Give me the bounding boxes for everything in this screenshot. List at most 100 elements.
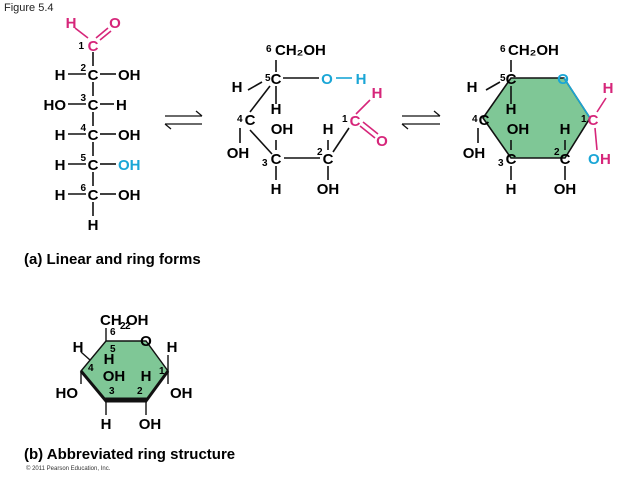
atom-c4: C bbox=[245, 112, 256, 129]
atom-oh: OH bbox=[118, 127, 141, 144]
carbon-number-4: 4 bbox=[88, 363, 94, 374]
carbon-number-2-label: 2 bbox=[125, 321, 131, 332]
atom-oh: OH bbox=[170, 385, 193, 402]
atom-oh: OH bbox=[118, 187, 141, 204]
group-ch2oh: CH₂OH bbox=[508, 42, 559, 59]
atom-h: H bbox=[55, 157, 66, 174]
atom-h-c1-hydroxyl: H bbox=[600, 151, 611, 168]
carbon-number-4: 4 bbox=[472, 114, 478, 125]
linear-form-labels: H O C 1 C 2 H OH C 3 HO H C 4 H OH C 5 H… bbox=[44, 15, 141, 234]
copyright-notice: © 2011 Pearson Education, Inc. bbox=[26, 465, 111, 472]
atom-h-c1: H bbox=[603, 80, 614, 97]
atom-h: H bbox=[55, 67, 66, 84]
atom-ho: HO bbox=[56, 385, 79, 402]
atom-h: H bbox=[323, 121, 334, 138]
atom-h: H bbox=[271, 181, 282, 198]
atom-o-ring: O bbox=[557, 71, 569, 88]
ring-fill bbox=[482, 77, 591, 159]
atom-c2: C bbox=[323, 151, 334, 168]
carbon-number-2: 2 bbox=[137, 386, 143, 397]
atom-ho: HO bbox=[44, 97, 67, 114]
atom-c5: C bbox=[271, 71, 282, 88]
atom-c3: C bbox=[271, 151, 282, 168]
atom-c5: C bbox=[88, 157, 99, 174]
atom-c5: C bbox=[506, 71, 517, 88]
bond bbox=[95, 27, 109, 39]
carbon-number-1: 1 bbox=[342, 114, 348, 125]
atom-c3: C bbox=[88, 97, 99, 114]
atom-o-aldehyde: O bbox=[376, 133, 388, 150]
atom-h-aldehyde: H bbox=[372, 85, 383, 102]
atom-oh: OH bbox=[271, 121, 294, 138]
atom-oh-c5: OH bbox=[118, 157, 141, 174]
caption-abbreviated: (b) Abbreviated ring structure bbox=[24, 446, 235, 463]
atom-h: H bbox=[116, 97, 127, 114]
carbon-number-5: 5 bbox=[500, 73, 506, 84]
atom-c1: C bbox=[88, 38, 99, 55]
carbon-number-3: 3 bbox=[262, 158, 268, 169]
group-oh-tail: OH bbox=[126, 312, 149, 329]
atom-h: H bbox=[232, 79, 243, 96]
carbon-number-4: 4 bbox=[237, 114, 243, 125]
atom-o-c1-hydroxyl: O bbox=[588, 151, 600, 168]
subscript-2: 2 bbox=[120, 321, 126, 332]
atom-c1: C bbox=[588, 112, 599, 129]
atom-h: H bbox=[560, 121, 571, 138]
carbon-number-3: 3 bbox=[109, 386, 115, 397]
carbon-number-1: 1 bbox=[78, 41, 84, 52]
carbon-number-6: 6 bbox=[80, 183, 86, 194]
ring-form bbox=[477, 60, 607, 180]
carbon-number-1: 1 bbox=[159, 366, 165, 377]
ring-form-labels: 6 CH₂OH 5 C O H H H 4 C OH H 1 C OH 3 C … bbox=[463, 42, 614, 198]
carbon-number-2: 2 bbox=[554, 147, 560, 158]
atom-h: H bbox=[271, 101, 282, 118]
carbon-number-3: 3 bbox=[498, 158, 504, 169]
atom-h: H bbox=[55, 127, 66, 144]
carbon-number-5: 5 bbox=[80, 153, 86, 164]
carbon-number-6: 6 bbox=[266, 44, 272, 55]
atom-oh: OH bbox=[317, 181, 340, 198]
open-chain-ring-form bbox=[239, 60, 379, 180]
carbon-number-2: 2 bbox=[317, 147, 323, 158]
atom-c4: C bbox=[88, 127, 99, 144]
atom-c2: C bbox=[560, 151, 571, 168]
group-ch2oh: CH₂OH bbox=[275, 42, 326, 59]
atom-oh: OH bbox=[463, 145, 486, 162]
linear-form bbox=[68, 27, 116, 216]
atom-oh: OH bbox=[103, 368, 126, 385]
atom-oh: OH bbox=[507, 121, 530, 138]
atom-h: H bbox=[167, 339, 178, 356]
carbon-number-1: 1 bbox=[581, 114, 587, 125]
atom-o-ring: O bbox=[321, 71, 333, 88]
atom-h: H bbox=[101, 416, 112, 433]
atom-o-ring: O bbox=[140, 333, 152, 350]
abbreviated-ring-labels: CH 2 OH 6 2 5 O H H H 4 OH H 1 3 2 HO OH… bbox=[56, 312, 193, 433]
open-chain-ring-labels: 6 CH₂OH 5 C O H H H H 4 C OH H 1 C O OH … bbox=[227, 42, 388, 198]
carbon-number-4: 4 bbox=[80, 123, 86, 134]
atom-h: H bbox=[55, 187, 66, 204]
atom-c4: C bbox=[479, 112, 490, 129]
abbreviated-ring bbox=[79, 328, 170, 415]
atom-c6: C bbox=[88, 187, 99, 204]
atom-oh: OH bbox=[227, 145, 250, 162]
atom-o-aldehyde: O bbox=[109, 15, 121, 32]
atom-c3: C bbox=[506, 151, 517, 168]
equilibrium-arrow bbox=[401, 110, 441, 130]
atom-h: H bbox=[506, 181, 517, 198]
bond bbox=[99, 30, 112, 41]
group-ch: CH bbox=[100, 312, 122, 329]
atom-h: H bbox=[141, 368, 152, 385]
carbon-number-2: 2 bbox=[80, 63, 86, 74]
atom-c1: C bbox=[350, 113, 361, 130]
equilibrium-arrow bbox=[164, 110, 203, 130]
carbon-number-5: 5 bbox=[110, 344, 116, 355]
atom-c2: C bbox=[88, 67, 99, 84]
caption-linear-and-ring: (a) Linear and ring forms bbox=[24, 251, 201, 268]
figure-label: Figure 5.4 bbox=[4, 2, 54, 14]
atom-oh: OH bbox=[118, 67, 141, 84]
atom-h: H bbox=[104, 351, 115, 368]
atom-h: H bbox=[73, 339, 84, 356]
atom-h: H bbox=[88, 217, 99, 234]
carbon-number-3: 3 bbox=[80, 93, 86, 104]
